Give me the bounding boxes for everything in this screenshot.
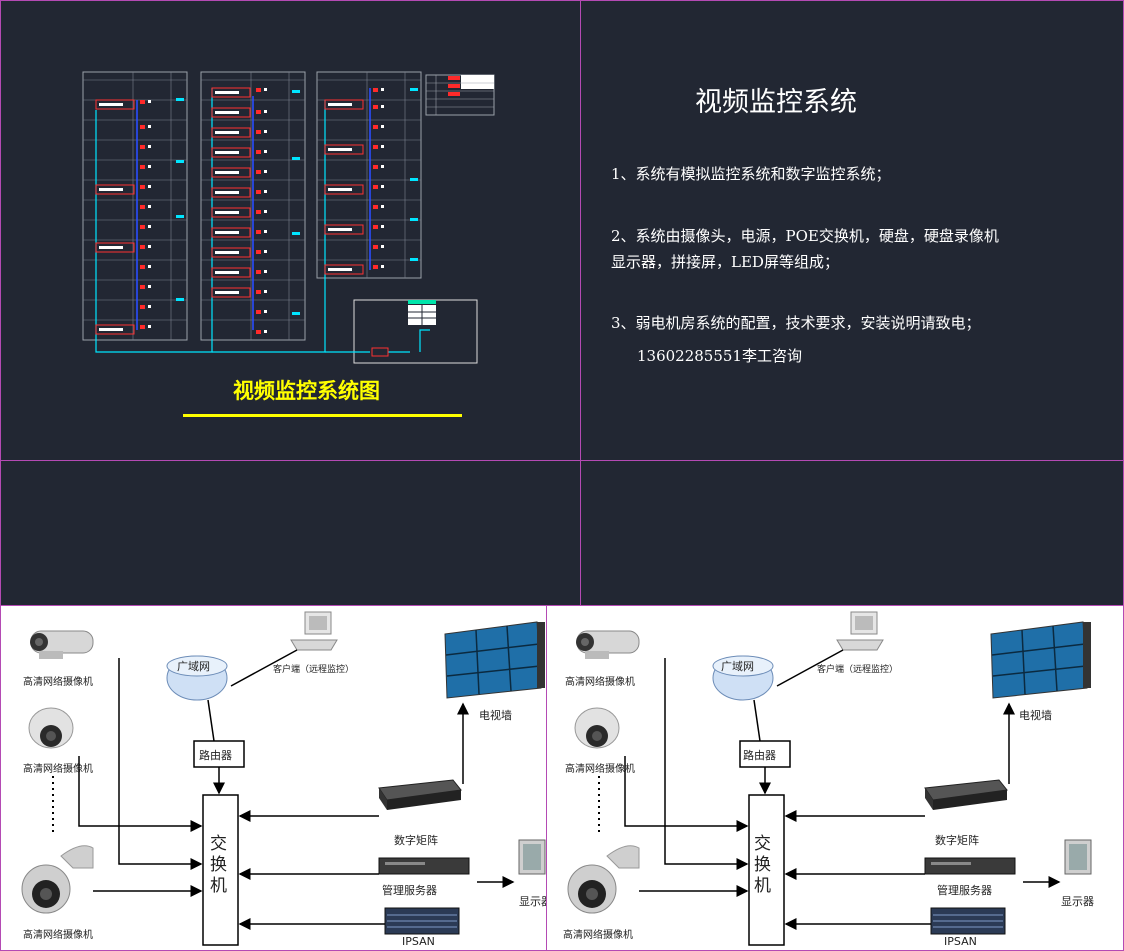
router-label: 路由器 — [743, 749, 776, 762]
wan-cloud-icon — [712, 655, 774, 701]
slide-title: 视频监控系统 — [695, 87, 857, 118]
storage-label: IPSAN — [944, 935, 977, 948]
point-2: 2、系统由摄像头，电源，POE交换机，硬盘，硬盘录像机 — [611, 227, 999, 245]
server-label: 管理服务器 — [937, 884, 992, 897]
camera-label-3: 高清网络摄像机 — [23, 930, 93, 941]
matrix-device-icon — [924, 779, 1008, 810]
client-computer-icon — [836, 611, 884, 651]
contact-phone: 13602285551李工咨询 — [637, 347, 802, 365]
empty-cell-right — [580, 460, 1124, 606]
server-device-icon — [924, 857, 1016, 875]
matrix-label: 数字矩阵 — [935, 834, 979, 847]
camera-label-2: 高清网络摄像机 — [565, 764, 635, 775]
client-label: 客户端（远程监控） — [817, 665, 899, 675]
wan-label: 广域网 — [177, 660, 210, 673]
diagram-caption: 视频监控系统图 — [233, 379, 380, 403]
tv-wall-label: 电视墙 — [1019, 709, 1052, 722]
ipsan-device-icon — [384, 907, 460, 935]
server-device-icon — [378, 857, 470, 875]
cad-riser-diagram — [82, 71, 495, 417]
network-diagram-right: 高清网络摄像机 高清网络摄像机 高清网络摄像机 广域网 客户端（远程监控） 路由… — [546, 605, 1124, 951]
camera-label-1: 高清网络摄像机 — [565, 677, 635, 688]
wan-label: 广域网 — [721, 660, 754, 673]
monitor-icon — [518, 839, 546, 875]
camera-label-2: 高清网络摄像机 — [23, 764, 93, 775]
bullet-camera-icon — [30, 630, 94, 659]
camera-label-1: 高清网络摄像机 — [23, 677, 93, 688]
monitor-label: 显示器 — [1061, 895, 1094, 908]
switch-label: 交换机 — [210, 834, 227, 896]
camera-label-3: 高清网络摄像机 — [563, 930, 633, 941]
storage-label: IPSAN — [402, 935, 435, 948]
switch-label: 交换机 — [754, 834, 771, 896]
video-wall-icon — [444, 621, 545, 699]
bullet-camera-icon — [576, 630, 640, 659]
monitor-icon — [1064, 839, 1092, 875]
ptz-camera-icon — [567, 845, 640, 914]
client-label: 客户端（远程监控） — [273, 665, 355, 675]
router-label: 路由器 — [199, 749, 232, 762]
dome-camera-icon — [28, 707, 74, 749]
network-diagram-left: 高清网络摄像机 高清网络摄像机 高清网络摄像机 广域网 客户端（远程监控） 路由… — [0, 605, 547, 951]
dome-camera-icon — [574, 707, 620, 749]
ipsan-device-icon — [930, 907, 1006, 935]
empty-cell-left — [0, 460, 581, 606]
tv-wall-label: 电视墙 — [479, 709, 512, 722]
client-computer-icon — [290, 611, 338, 651]
server-label: 管理服务器 — [382, 884, 437, 897]
wan-cloud-icon — [166, 655, 228, 701]
video-wall-icon — [990, 621, 1091, 699]
point-2-cont: 显示器，拼接屏，LED屏等组成； — [611, 253, 839, 271]
point-3: 3、弱电机房系统的配置，技术要求，安装说明请致电； — [611, 314, 981, 332]
ptz-camera-icon — [21, 845, 94, 914]
point-1: 1、系统有模拟监控系统和数字监控系统； — [611, 165, 891, 183]
matrix-label: 数字矩阵 — [394, 834, 438, 847]
monitor-label: 显示器 — [519, 895, 546, 908]
matrix-device-icon — [378, 779, 462, 810]
